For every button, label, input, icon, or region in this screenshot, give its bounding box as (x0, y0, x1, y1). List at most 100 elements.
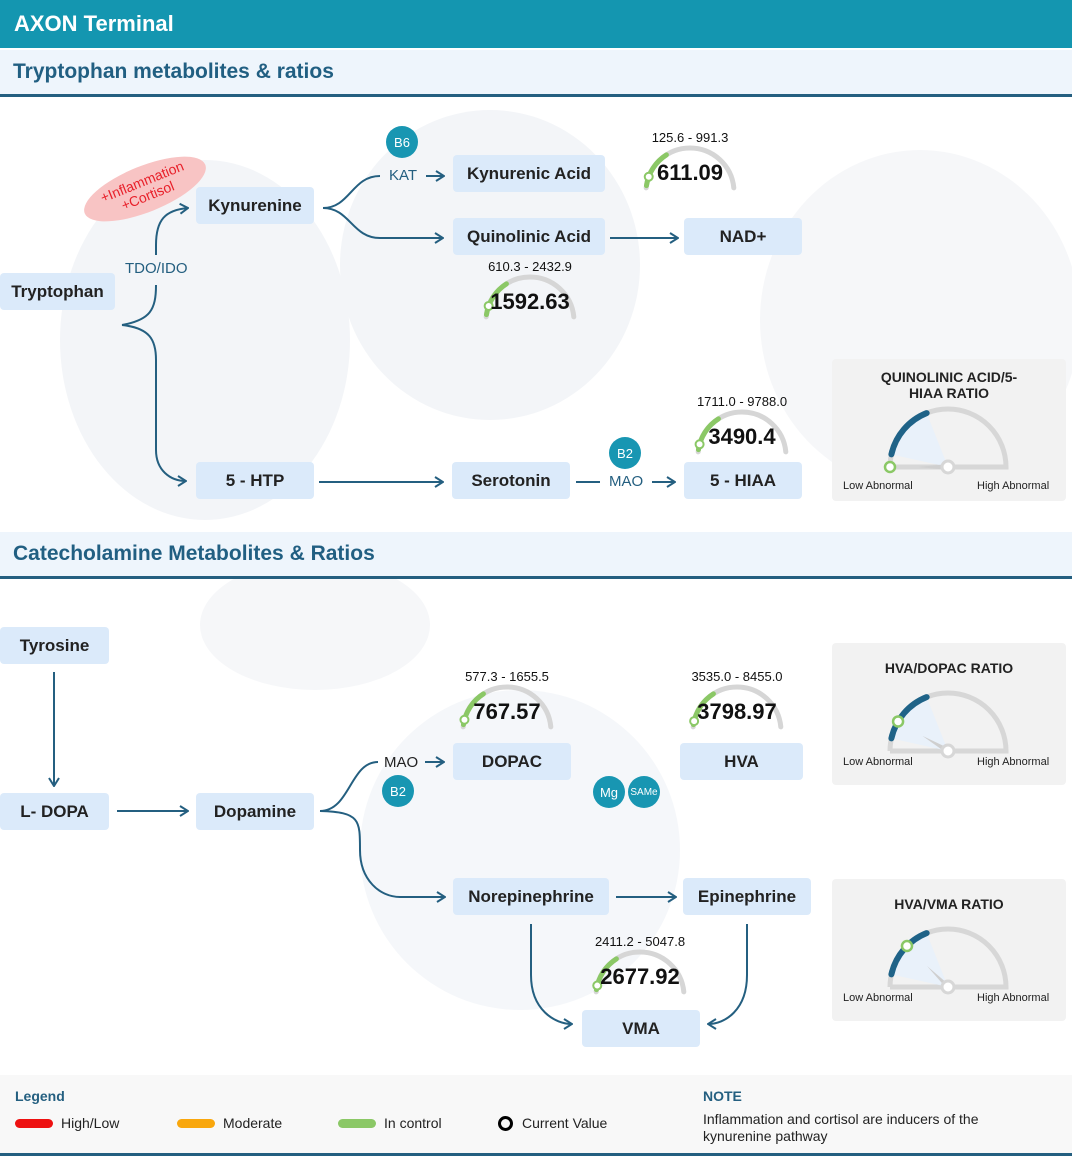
note-title: NOTE (703, 1088, 742, 1104)
node-hva[interactable]: HVA (680, 743, 803, 780)
ratio-gauge (887, 690, 1009, 759)
enzyme-mao: MAO (384, 754, 419, 771)
ratio-current-marker (891, 715, 905, 728)
arrow-tryptophan-kynurenine (121, 208, 188, 326)
note-text: Inflammation and cortisol are inducers o… (703, 1111, 979, 1144)
gauge-value: 3798.97 (697, 699, 777, 724)
ratio-normal-zone (891, 413, 948, 467)
legend-panel: Legend High/Low Moderate In control Curr… (0, 1075, 1072, 1156)
ratio-needle-hub (940, 743, 956, 759)
gauge-arc (459, 684, 554, 730)
ratio-needle (918, 464, 948, 470)
section-header-catecholamine: Catecholamine Metabolites & Ratios (0, 532, 1072, 579)
gauge-arc (592, 949, 687, 995)
app-title: AXON Terminal (14, 11, 174, 36)
node-5-hiaa[interactable]: 5 - HIAA (684, 462, 802, 499)
current-value-marker (689, 716, 700, 727)
ratio-high-label: High Abnormal (977, 480, 1050, 492)
gauge-value: 611.09 (656, 160, 724, 185)
ratio-title: HVA/VMA RATIO (894, 896, 1004, 912)
ratio-low-label: Low Abnormal (843, 992, 913, 1004)
current-value-marker (592, 980, 603, 991)
ratio-high-label: High Abnormal (977, 756, 1050, 768)
legend-item-high-low: High/Low (15, 1115, 119, 1131)
legend-swatch-orange (177, 1118, 215, 1128)
gauge-range: 125.6 - 991.3 (651, 130, 729, 145)
cofactor-b2: B2 (382, 775, 414, 807)
legend-item-current-value: Current Value (498, 1115, 607, 1131)
node-quinolinic-acid[interactable]: Quinolinic Acid (453, 218, 605, 255)
gauge-value: 767.57 (473, 699, 541, 724)
background-shape (200, 560, 430, 690)
ratio-gauge (883, 406, 1009, 475)
node-dopac[interactable]: DOPAC (453, 743, 571, 780)
gauge-kynurenic-acid: 125.6 - 991.3 611.09 (635, 130, 745, 200)
section-header-tryptophan: Tryptophan metabolites & ratios (0, 50, 1072, 97)
ratio-low-label: Low Abnormal (843, 756, 913, 768)
arrow-epinephrine-vma (708, 924, 748, 1024)
gauge-range: 1711.0 - 9788.0 (696, 394, 788, 409)
legend-swatch-green (338, 1118, 376, 1128)
node-kynurenic-acid[interactable]: Kynurenic Acid (453, 155, 605, 192)
arrow-dopamine-mao (319, 761, 379, 812)
ratio-normal-arc (888, 694, 930, 742)
cofactor-b6: B6 (386, 126, 418, 158)
arrow-tryptophan-htp (121, 324, 186, 481)
ratio-title: HVA/DOPAC RATIO (884, 660, 1014, 676)
current-value-marker (643, 171, 654, 182)
ratio-current-marker (900, 939, 914, 953)
gauge-range-segment (483, 281, 509, 318)
ratio-normal-arc (888, 410, 930, 458)
legend-item-moderate: Moderate (177, 1115, 282, 1131)
gauge-arc (483, 274, 577, 320)
legend-swatch-red (15, 1118, 53, 1128)
section-title: Catecholamine Metabolites & Ratios (13, 542, 375, 565)
gauge-value: 1592.63 (490, 289, 570, 314)
node-tryptophan[interactable]: Tryptophan (0, 273, 115, 310)
ratio-current-marker (883, 460, 897, 474)
current-value-ring-icon (498, 1115, 513, 1131)
enzyme-mao: MAO (609, 473, 644, 490)
ratio-needle-hub (940, 459, 956, 475)
node-tyrosine[interactable]: Tyrosine (0, 627, 109, 664)
arrow-norepinephrine-vma (530, 924, 572, 1024)
node-epinephrine[interactable]: Epinephrine (683, 878, 811, 915)
section-title: Tryptophan metabolites & ratios (13, 60, 334, 83)
ratio-normal-zone (891, 697, 948, 751)
node-nad[interactable]: NAD+ (684, 218, 802, 255)
ratio-title: QUINOLINIC ACID/5- HIAA RATIO (880, 369, 1018, 401)
gauge-arc (689, 684, 784, 730)
gauge-5-hiaa: 1711.0 - 9788.0 3490.4 (687, 394, 797, 464)
ratio-needle (926, 965, 948, 990)
gauge-arc (643, 145, 737, 191)
ratio-card-hva-dopac: HVA/DOPAC RATIO Low Abnormal High Abnorm… (832, 643, 1066, 785)
ratio-gauge (887, 926, 1009, 995)
cofactor-mg: Mg (593, 776, 625, 808)
legend-item-in-control: In control (338, 1115, 442, 1131)
node-serotonin[interactable]: Serotonin (452, 462, 570, 499)
enzyme-kat: KAT (389, 167, 418, 184)
cofactor-b2: B2 (609, 437, 641, 469)
arrow-kynurenine-kat (322, 175, 381, 209)
enzyme-tdo-ido: TDO/IDO (125, 260, 188, 277)
gauge-range: 610.3 - 2432.9 (488, 259, 572, 274)
arrow-dopamine-norepinephrine (319, 810, 445, 897)
gauge-dopac: 577.3 - 1655.5 767.57 (452, 669, 562, 739)
node-vma[interactable]: VMA (582, 1010, 700, 1047)
gauge-range: 577.3 - 1655.5 (465, 669, 549, 684)
gauge-range: 3535.0 - 8455.0 (691, 669, 783, 684)
node-kynurenine[interactable]: Kynurenine (196, 187, 314, 224)
gauge-arc (694, 409, 789, 455)
node-5-htp[interactable]: 5 - HTP (196, 462, 314, 499)
node-l-dopa[interactable]: L- DOPA (0, 793, 109, 830)
current-value-marker (694, 439, 705, 450)
cofactor-same: SAMe (628, 776, 660, 808)
app-header: AXON Terminal (0, 0, 1072, 48)
ratio-card-quinolinic-hiaa: QUINOLINIC ACID/5- HIAA RATIO Low Abnorm… (832, 359, 1066, 501)
gauge-range-segment (643, 152, 669, 189)
node-dopamine[interactable]: Dopamine (196, 793, 314, 830)
gauge-hva: 3535.0 - 8455.0 3798.97 (682, 669, 792, 739)
node-norepinephrine[interactable]: Norepinephrine (453, 878, 609, 915)
gauge-value: 3490.4 (708, 424, 776, 449)
